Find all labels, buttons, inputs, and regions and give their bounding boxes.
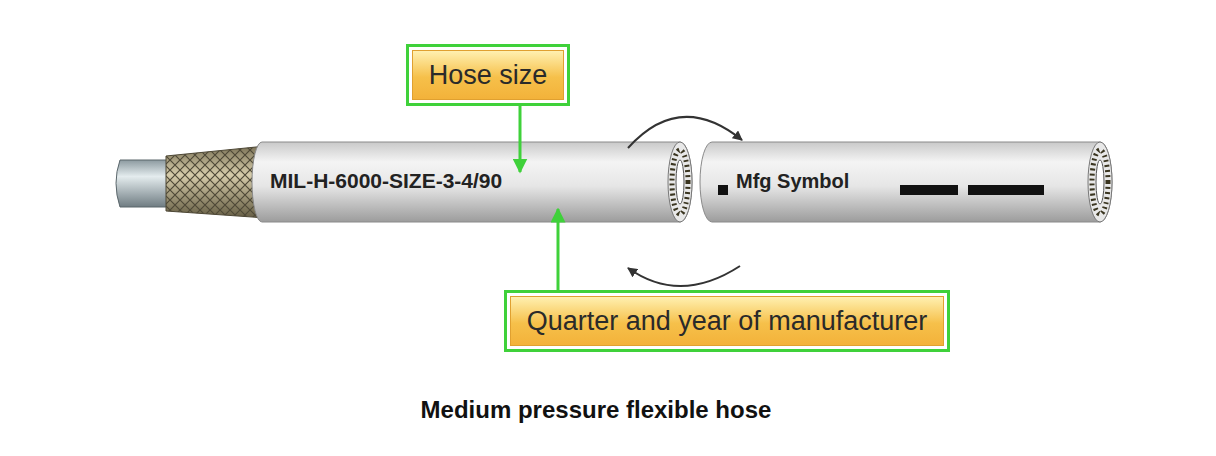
leader-arrow	[519, 106, 522, 172]
leader-arrow	[557, 209, 560, 290]
caption: Medium pressure flexible hose	[421, 396, 772, 424]
hose-marking: MIL-H-6000-SIZE-3-4/90	[270, 169, 502, 193]
hose-marking: Mfg Symbol	[736, 170, 849, 193]
callout-fill: Quarter and year of manufacturer	[510, 296, 945, 346]
wire-braid	[166, 146, 266, 218]
callout-fill: Hose size	[412, 50, 565, 100]
hose-end-braid	[1092, 150, 1108, 214]
callout-box: Hose size	[406, 44, 571, 106]
rotation-arrow	[628, 266, 740, 286]
mfg-mark	[900, 185, 958, 195]
hose-fitting	[116, 160, 168, 207]
rotation-arrow	[628, 117, 742, 148]
hose-end-braid	[672, 150, 688, 214]
mfg-mark	[718, 185, 728, 195]
callout-box: Quarter and year of manufacturer	[504, 290, 951, 352]
hose-bore	[676, 160, 684, 204]
hose-cover	[252, 142, 692, 222]
callout-text: Hose size	[429, 60, 548, 91]
hose-cover	[700, 142, 1112, 222]
mfg-mark	[968, 185, 1044, 195]
callout-text: Quarter and year of manufacturer	[527, 306, 928, 337]
hose-end	[1088, 142, 1112, 222]
hose-end	[668, 142, 692, 222]
wire-braid-weave	[166, 146, 266, 218]
hose-bore	[1096, 160, 1104, 204]
